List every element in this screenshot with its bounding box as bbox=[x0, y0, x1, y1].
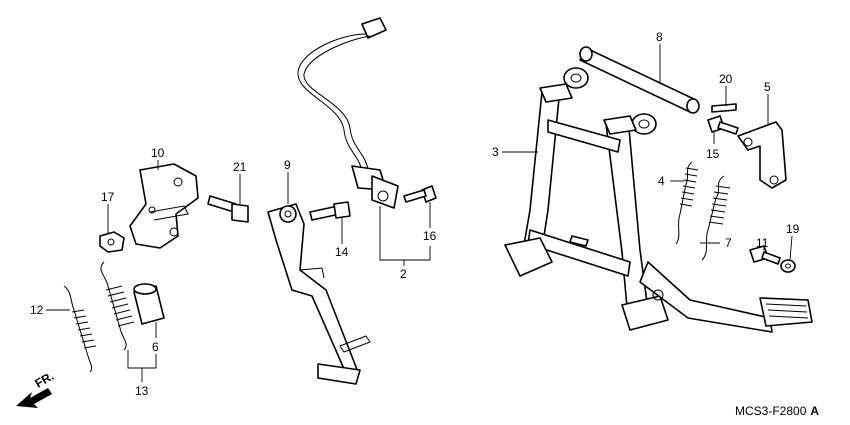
nut-17 bbox=[99, 231, 125, 253]
bolt-11 bbox=[749, 245, 781, 265]
callout-10: 10 bbox=[151, 146, 165, 160]
washer-19 bbox=[780, 259, 796, 273]
bolt-16 bbox=[403, 185, 437, 203]
bolt-21 bbox=[207, 195, 249, 223]
callout-12: 12 bbox=[30, 303, 44, 317]
sidestand-bracket bbox=[129, 163, 199, 249]
callout-20: 20 bbox=[719, 72, 733, 86]
spring-12 bbox=[63, 285, 97, 373]
bolt-15 bbox=[707, 115, 739, 135]
callout-4: 4 bbox=[658, 174, 665, 188]
callout-21: 21 bbox=[233, 160, 247, 174]
side-stand bbox=[267, 203, 371, 385]
callout-labels: 8 20 5 3 15 4 7 11 19 10 21 9 17 12 6 13… bbox=[30, 30, 800, 398]
callout-17: 17 bbox=[101, 190, 115, 204]
callout-9: 9 bbox=[284, 158, 291, 172]
callout-14: 14 bbox=[335, 245, 349, 259]
spring-13 bbox=[100, 261, 135, 351]
bolt-14 bbox=[309, 201, 351, 221]
collar-6 bbox=[133, 283, 165, 325]
center-stand bbox=[504, 67, 813, 333]
spring-4 bbox=[675, 161, 699, 245]
callout-19: 19 bbox=[786, 222, 800, 236]
spring-7 bbox=[701, 175, 731, 261]
leader-lines bbox=[46, 44, 793, 382]
callout-8: 8 bbox=[656, 30, 663, 44]
front-direction-arrow bbox=[16, 388, 52, 408]
callout-2: 2 bbox=[400, 267, 407, 281]
callout-7: 7 bbox=[725, 236, 732, 250]
front-direction-label: FR. bbox=[33, 369, 57, 391]
callout-6: 6 bbox=[152, 340, 159, 354]
callout-13: 13 bbox=[135, 384, 149, 398]
sidestand-switch-harness bbox=[297, 17, 399, 209]
callout-5: 5 bbox=[764, 80, 771, 94]
callout-15: 15 bbox=[706, 147, 720, 161]
stand-bracket bbox=[737, 121, 787, 189]
pivot-shaft bbox=[579, 46, 700, 114]
cotter-pin bbox=[711, 103, 737, 113]
callout-11: 11 bbox=[756, 236, 769, 250]
callout-3: 3 bbox=[492, 145, 499, 159]
callout-16: 16 bbox=[423, 229, 437, 243]
